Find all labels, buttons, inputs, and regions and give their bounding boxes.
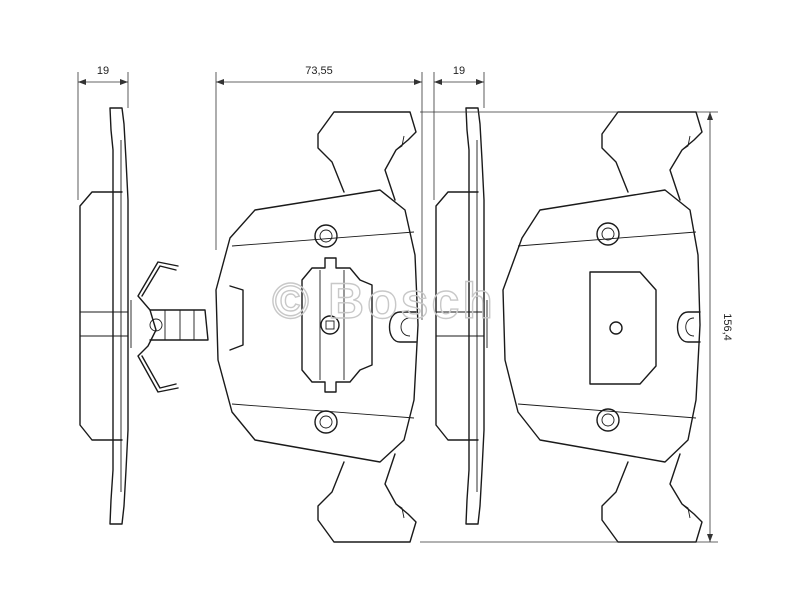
dim-label-pad-height: 156,4: [721, 313, 733, 341]
pad-back-view: [502, 111, 703, 543]
dimension-pad-height: [420, 111, 718, 543]
pad-front-view: [215, 111, 419, 543]
watermark-text: Bosch: [328, 273, 496, 329]
dim-label-right-thickness: 19: [453, 65, 465, 77]
dimension-pad-width: [215, 72, 423, 320]
side-view-right: [435, 107, 488, 525]
dim-label-left-thickness: 19: [97, 65, 109, 77]
copyright-symbol: ©: [272, 273, 312, 329]
bosch-watermark: © Bosch: [271, 272, 496, 329]
side-view-left: [79, 107, 132, 525]
dimension-right-thickness: [433, 72, 485, 200]
dim-label-pad-width: 73,55: [305, 65, 333, 77]
spring-clip: [137, 261, 209, 393]
dimension-left-thickness: [77, 72, 129, 200]
